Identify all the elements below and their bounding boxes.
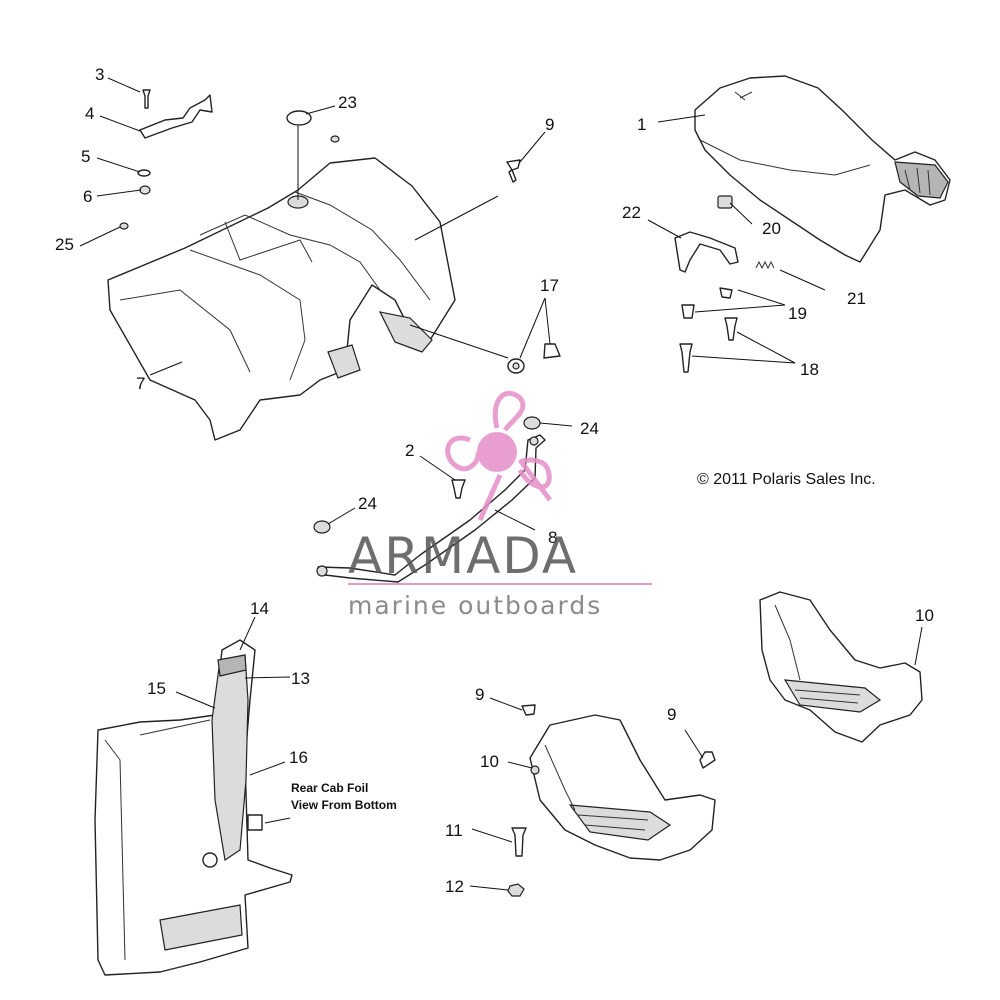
spring-21-part: [755, 260, 775, 270]
callout-17: 17: [540, 276, 559, 295]
seat-part: [694, 75, 951, 263]
callout-2: 2: [405, 441, 414, 460]
footwell-10-right-part: [759, 591, 923, 743]
bolt-2-part: [451, 479, 466, 499]
rivet-9-right-part: [699, 751, 716, 769]
callout-13: 13: [291, 669, 310, 688]
bolt-3-part: [142, 89, 151, 109]
latch-22-part: [674, 231, 739, 273]
leader-lines: [79, 77, 923, 891]
clip-19-part: [681, 287, 733, 319]
callout-10-right: 10: [915, 606, 934, 625]
callout-9-mid: 9: [475, 685, 484, 704]
watermark-brand: ARMADA: [348, 527, 578, 585]
grommet-17-part: [507, 343, 561, 374]
copyright-notice: © 2011 Polaris Sales Inc.: [697, 471, 876, 488]
armada-logo-icon: [445, 390, 552, 522]
rear-cab-part: [107, 157, 456, 441]
bolt-11-part: [511, 827, 527, 857]
plug-25-part: [119, 222, 129, 230]
callout-5: 5: [81, 147, 90, 166]
callout-4: 4: [85, 104, 94, 123]
nut-12-part: [507, 883, 525, 897]
callout-16: 16: [289, 748, 308, 767]
watermark: ARMADA marine outboards: [348, 390, 652, 620]
callout-6: 6: [83, 187, 92, 206]
rail-8-part: [316, 434, 546, 583]
callout-labels: 3 4 5 6 25 23 9 7 17 1 20 22 21 19 18 24…: [55, 65, 934, 896]
callout-9-right: 9: [667, 705, 676, 724]
nut-6-part: [139, 185, 151, 195]
callout-20: 20: [762, 219, 781, 238]
callout-14: 14: [250, 599, 269, 618]
callout-24-lower: 24: [358, 494, 377, 513]
rivet-18-part: [679, 317, 738, 373]
footwell-10-left-part: [529, 714, 716, 861]
rivet-9-top-part: [506, 159, 521, 183]
rear-cab-note-line2: View From Bottom: [291, 798, 397, 812]
callout-19: 19: [788, 304, 807, 323]
callout-3: 3: [95, 65, 104, 84]
washer-5-part: [137, 169, 151, 177]
rear-cab-note-line1: Rear Cab Foil: [291, 781, 368, 795]
callout-7: 7: [136, 374, 145, 393]
bracket-4-part: [139, 94, 213, 139]
rivet-9-mid-part: [521, 704, 536, 716]
callout-1: 1: [637, 115, 646, 134]
callout-18: 18: [800, 360, 819, 379]
callout-15: 15: [147, 679, 166, 698]
bumper-20-part: [717, 195, 733, 209]
callout-24-upper: 24: [580, 419, 599, 438]
callout-23: 23: [338, 93, 357, 112]
rear-cab-foil-part: [94, 639, 293, 976]
callout-8: 8: [548, 528, 557, 547]
cap-23-part: [286, 110, 312, 126]
grommet-24-lower-part: [313, 520, 331, 534]
callout-10-center: 10: [480, 752, 499, 771]
callout-9-top: 9: [545, 115, 554, 134]
callout-25: 25: [55, 235, 74, 254]
callout-22: 22: [622, 203, 641, 222]
plug-top-part: [330, 135, 340, 143]
callout-21: 21: [847, 289, 866, 308]
grommet-24-upper-part: [523, 416, 541, 430]
callout-12: 12: [445, 877, 464, 896]
callout-11: 11: [445, 821, 463, 840]
watermark-tagline: marine outboards: [348, 591, 602, 620]
